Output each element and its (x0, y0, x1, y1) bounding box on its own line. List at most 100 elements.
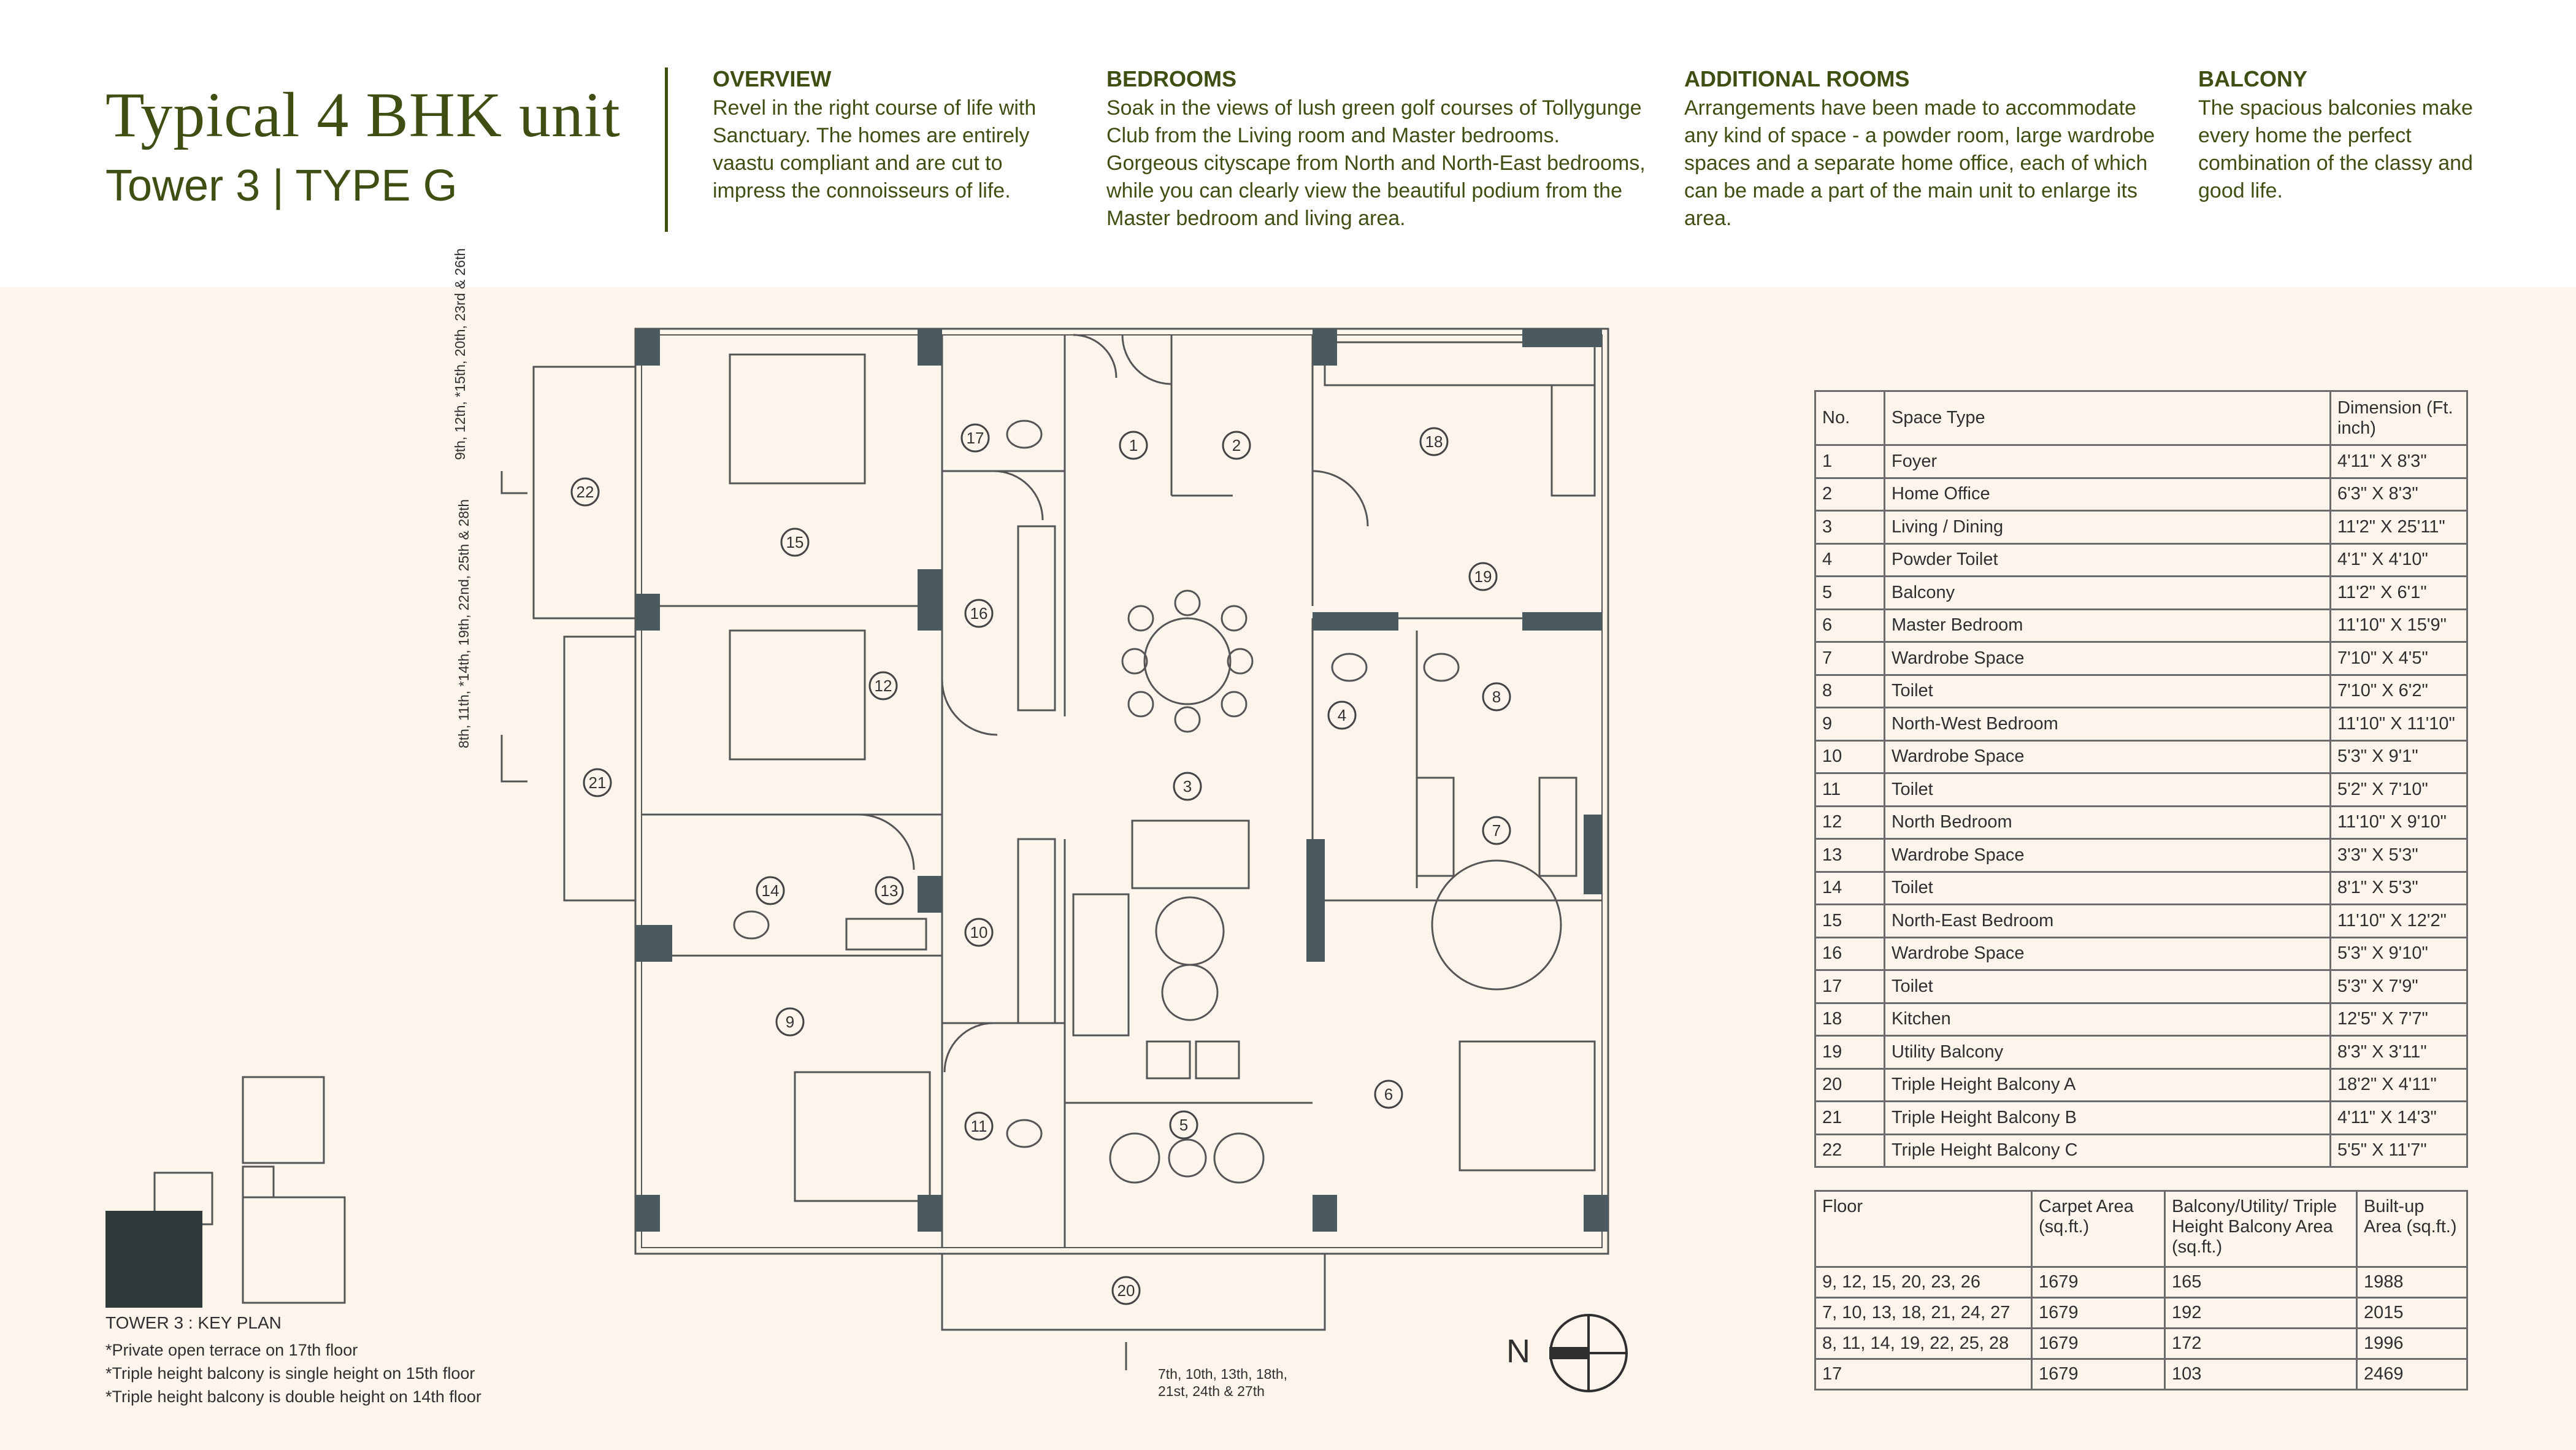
room-number-circle (1482, 682, 1511, 712)
table-cell: 15 (1814, 903, 1885, 938)
table-cell: 11'2" X 6'1" (2329, 575, 2468, 610)
room-number-label: 3 (1183, 777, 1192, 796)
room-number-label: 21 (589, 773, 607, 792)
table-cell: 7'10" X 6'2" (2329, 673, 2468, 708)
room-number-circle (868, 671, 898, 700)
table-cell: 5'3" X 7'9" (2329, 969, 2468, 1004)
compass-icon (1549, 1314, 1628, 1392)
table-cell: 11'10" X 12'2" (2329, 903, 2468, 938)
room-number-label: 16 (970, 604, 988, 623)
table-cell: 2469 (2356, 1358, 2468, 1391)
table-cell: 192 (2164, 1297, 2358, 1329)
table-cell: 5'2" X 7'10" (2329, 772, 2468, 807)
section-heading: BEDROOMS (1106, 66, 1237, 91)
table-cell: Wardrobe Space (1884, 739, 2331, 774)
table-cell: 3 (1814, 510, 1885, 545)
col-header-floor: Floor (1814, 1190, 2033, 1268)
table-cell: North-West Bedroom (1884, 707, 2331, 742)
table-cell: 17 (1814, 1358, 2033, 1391)
table-cell: 7'10" X 4'5" (2329, 641, 2468, 676)
room-number-circle (1327, 700, 1357, 730)
room-number-label: 1 (1129, 436, 1138, 455)
col-header-no: No. (1814, 390, 1885, 446)
table-cell: 2 (1814, 477, 1885, 512)
header-divider (665, 67, 668, 232)
outer-wall (634, 328, 1609, 1255)
col-header-carpet: Carpet Area (sq.ft.) (2031, 1190, 2166, 1268)
table-cell: 11'10" X 11'10" (2329, 707, 2468, 742)
table-cell: 1679 (2031, 1327, 2166, 1360)
room-number-circle (1419, 427, 1449, 456)
page-subtitle: Tower 3 | TYPE G (105, 161, 458, 210)
room-number-label: 12 (875, 677, 892, 695)
note-line: *Triple height balcony is double height … (105, 1387, 481, 1406)
table-cell: 22 (1814, 1133, 1885, 1168)
table-cell: 4'1" X 4'10" (2329, 542, 2468, 577)
room-number-label: 10 (970, 923, 988, 942)
table-cell: 8, 11, 14, 19, 22, 25, 28 (1814, 1327, 2033, 1360)
table-cell: 1 (1814, 444, 1885, 479)
table-cell: 5'3" X 9'10" (2329, 936, 2468, 971)
table-cell: Toilet (1884, 969, 2331, 1004)
balcony-20-outline (941, 1254, 1326, 1331)
room-number-circle (1119, 431, 1148, 460)
table-cell: 21 (1814, 1100, 1885, 1135)
table-cell: 1996 (2356, 1327, 2468, 1360)
key-plan (105, 1076, 346, 1308)
table-cell: Wardrobe Space (1884, 641, 2331, 676)
room-number-circle (964, 918, 994, 947)
key-plan-caption: TOWER 3 : KEY PLAN (105, 1313, 282, 1332)
page-title: Typical 4 BHK unit (105, 80, 621, 150)
table-cell: 4'11" X 8'3" (2329, 444, 2468, 479)
table-cell: Wardrobe Space (1884, 936, 2331, 971)
room-number-label: 5 (1179, 1116, 1188, 1134)
col-header-balcony-area: Balcony/Utility/ Triple Height Balcony A… (2164, 1190, 2358, 1268)
table-cell: 8'3" X 3'11" (2329, 1035, 2468, 1070)
table-cell: 1988 (2356, 1266, 2468, 1298)
table-cell: 16 (1814, 936, 1885, 971)
room-number-label: 13 (881, 881, 899, 900)
table-cell: 18 (1814, 1002, 1885, 1037)
table-cell: Home Office (1884, 477, 2331, 512)
overview-section: OVERVIEW Revel in the right course of li… (713, 66, 1075, 205)
table-cell: Kitchen (1884, 1002, 2331, 1037)
room-number-label: 15 (786, 533, 804, 551)
room-number-label: 6 (1384, 1085, 1393, 1103)
table-cell: 11 (1814, 772, 1885, 807)
table-cell: 103 (2164, 1358, 2358, 1391)
room-number-circle (775, 1007, 805, 1037)
header: Typical 4 BHK unit Tower 3 | TYPE G OVER… (0, 0, 2576, 287)
table-cell: 13 (1814, 838, 1885, 873)
table-cell: 8 (1814, 673, 1885, 708)
room-number-circle (964, 1111, 994, 1141)
table-cell: 8'1" X 5'3" (2329, 870, 2468, 905)
table-cell: 4 (1814, 542, 1885, 577)
table-cell: 3'3" X 5'3" (2329, 838, 2468, 873)
table-cell: 6 (1814, 608, 1885, 643)
section-body: Arrangements have been made to accommoda… (1684, 96, 2155, 230)
table-cell: Toilet (1884, 870, 2331, 905)
section-heading: BALCONY (2198, 66, 2307, 91)
section-body: The spacious balconies make every home t… (2198, 96, 2473, 202)
table-cell: Toilet (1884, 772, 2331, 807)
room-number-circle (1482, 816, 1511, 845)
notes-block: TOWER 3 : KEY PLAN *Private open terrace… (105, 1311, 481, 1408)
bedrooms-section: BEDROOMS Soak in the views of lush green… (1106, 66, 1652, 232)
table-cell: Triple Height Balcony C (1884, 1133, 2331, 1168)
room-number-circle (570, 477, 600, 507)
table-cell: 10 (1814, 739, 1885, 774)
room-number-circle (1169, 1110, 1198, 1140)
